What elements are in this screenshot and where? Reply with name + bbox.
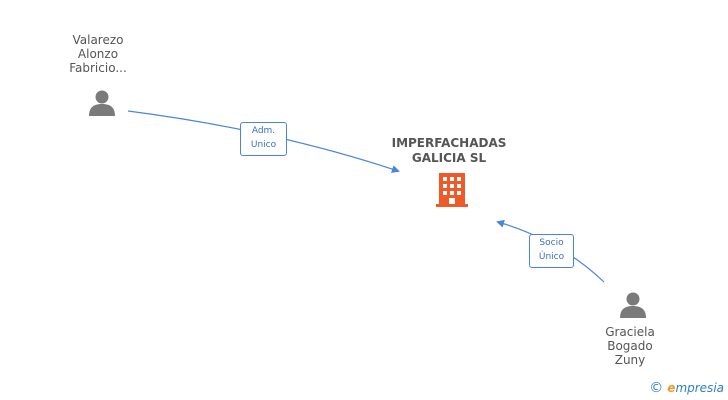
copyright-symbol: © — [649, 380, 664, 396]
person-icon — [89, 90, 115, 116]
person-bottom-line-3: Zuny — [614, 353, 646, 367]
edge-label-socio-line-2: Único — [538, 252, 565, 262]
edge-label-adm-line-2: Unico — [250, 140, 277, 150]
brand-initial: e — [667, 381, 676, 395]
person-bottom-line-2: Bogado — [607, 339, 653, 353]
building-icon — [436, 173, 468, 207]
company-line-1: IMPERFACHADAS — [391, 136, 507, 150]
person-icon — [620, 292, 646, 318]
person-top-line-3: Fabricio... — [69, 61, 127, 75]
edge-label-adm-unico[interactable]: Adm. Unico — [240, 122, 287, 156]
edge-label-adm-line-1: Adm. — [251, 126, 276, 136]
empresia-watermark: ©empresia — [649, 380, 724, 396]
person-bottom-label[interactable]: Graciela Bogado Zuny — [590, 325, 670, 367]
person-bottom-line-1: Graciela — [605, 325, 655, 339]
company-line-2: GALICIA SL — [411, 151, 487, 165]
edge-label-socio-unico[interactable]: Socio Único — [529, 234, 574, 268]
edge-label-socio-line-1: Socio — [539, 238, 564, 248]
company-label[interactable]: IMPERFACHADAS GALICIA SL — [384, 136, 514, 166]
brand-name: mpresia — [675, 381, 724, 395]
person-top-label[interactable]: Valarezo Alonzo Fabricio... — [58, 33, 138, 75]
person-top-line-1: Valarezo — [72, 33, 124, 47]
person-top-line-2: Alonzo — [77, 47, 119, 61]
